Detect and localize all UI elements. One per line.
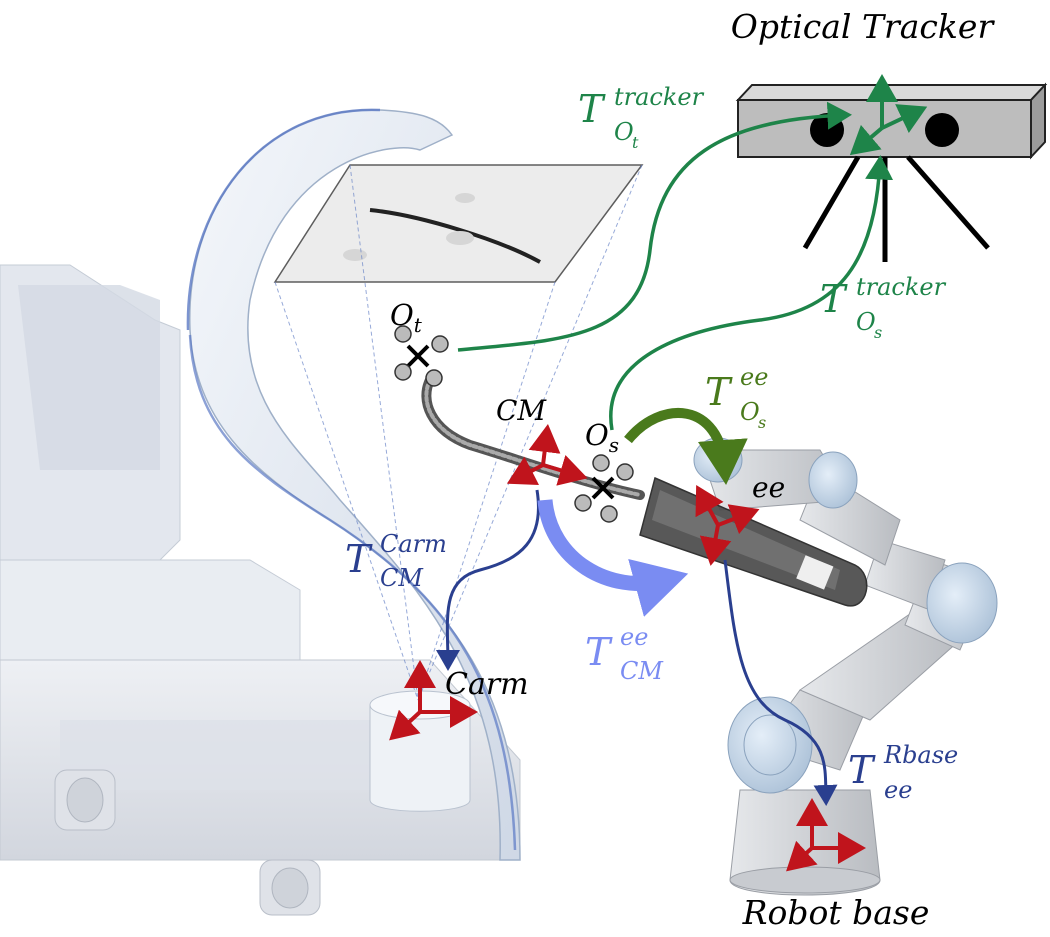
carm-wheel bbox=[54, 769, 116, 831]
optical-tracker bbox=[735, 74, 1048, 262]
svg-text:ee: ee bbox=[884, 776, 912, 804]
arrow-t-ot-tracker bbox=[457, 101, 852, 352]
robot-arm bbox=[693, 437, 998, 896]
continuum-manipulator bbox=[421, 375, 645, 500]
robot-joint bbox=[926, 562, 998, 644]
svg-text:T: T bbox=[820, 277, 848, 321]
tracker-tripod bbox=[802, 155, 990, 262]
svg-text:O: O bbox=[856, 308, 876, 336]
svg-text:T: T bbox=[345, 537, 373, 581]
svg-text:O: O bbox=[740, 398, 760, 426]
frame-robot-base-axes bbox=[786, 798, 866, 872]
frame-ee-axes bbox=[695, 484, 760, 566]
svg-text:ee: ee bbox=[740, 363, 768, 391]
arrow-t-ee-rbase bbox=[723, 559, 838, 806]
arrow-t-os-tracker bbox=[609, 155, 894, 431]
marker-os bbox=[574, 454, 634, 523]
label-t-ee-rbase: T Rbase ee bbox=[848, 741, 958, 804]
svg-text:T: T bbox=[578, 87, 606, 131]
arrow-t-cm-ee bbox=[537, 499, 689, 617]
svg-text:s: s bbox=[874, 323, 882, 342]
frame-carm-axes bbox=[389, 660, 478, 741]
label-cm-frame: CM bbox=[496, 394, 547, 427]
marker-ot bbox=[394, 325, 449, 387]
svg-text:Carm: Carm bbox=[380, 530, 447, 558]
label-robot-base: Robot base bbox=[742, 893, 930, 932]
svg-text:Rbase: Rbase bbox=[883, 741, 958, 769]
svg-text:CM: CM bbox=[380, 564, 424, 592]
carm-wheel bbox=[259, 859, 321, 916]
svg-text:T: T bbox=[848, 748, 876, 792]
arrow-t-os-ee bbox=[624, 407, 748, 485]
svg-text:O: O bbox=[614, 118, 634, 146]
xray-image-plane bbox=[273, 164, 644, 283]
svg-text:ee: ee bbox=[620, 623, 648, 651]
arrow-t-cm-carm bbox=[435, 489, 540, 671]
label-t-cm-ee: T ee CM bbox=[585, 623, 664, 685]
robot-joint bbox=[727, 696, 813, 794]
frame-cm-axes bbox=[506, 424, 588, 486]
label-optical-tracker: Optical Tracker bbox=[731, 7, 996, 46]
svg-text:T: T bbox=[585, 630, 613, 674]
robot-joint bbox=[808, 451, 858, 509]
label-ee-frame: ee bbox=[752, 471, 785, 504]
svg-text:tracker: tracker bbox=[856, 273, 947, 301]
svg-text:T: T bbox=[705, 370, 733, 414]
label-t-os-ee: T ee O s bbox=[705, 363, 768, 432]
label-ot-marker: Ot bbox=[390, 298, 423, 337]
label-t-ot-tracker: T tracker O t bbox=[578, 83, 705, 152]
label-t-cm-carm: T Carm CM bbox=[345, 530, 447, 592]
svg-text:tracker: tracker bbox=[614, 83, 705, 111]
label-t-os-tracker: T tracker O s bbox=[820, 273, 947, 342]
svg-text:s: s bbox=[758, 413, 766, 432]
svg-text:CM: CM bbox=[620, 657, 664, 685]
label-os-marker: Os bbox=[585, 418, 619, 457]
tracker-frame-axes bbox=[849, 74, 928, 156]
label-carm-frame: Carm bbox=[445, 667, 529, 702]
svg-text:t: t bbox=[632, 133, 639, 152]
